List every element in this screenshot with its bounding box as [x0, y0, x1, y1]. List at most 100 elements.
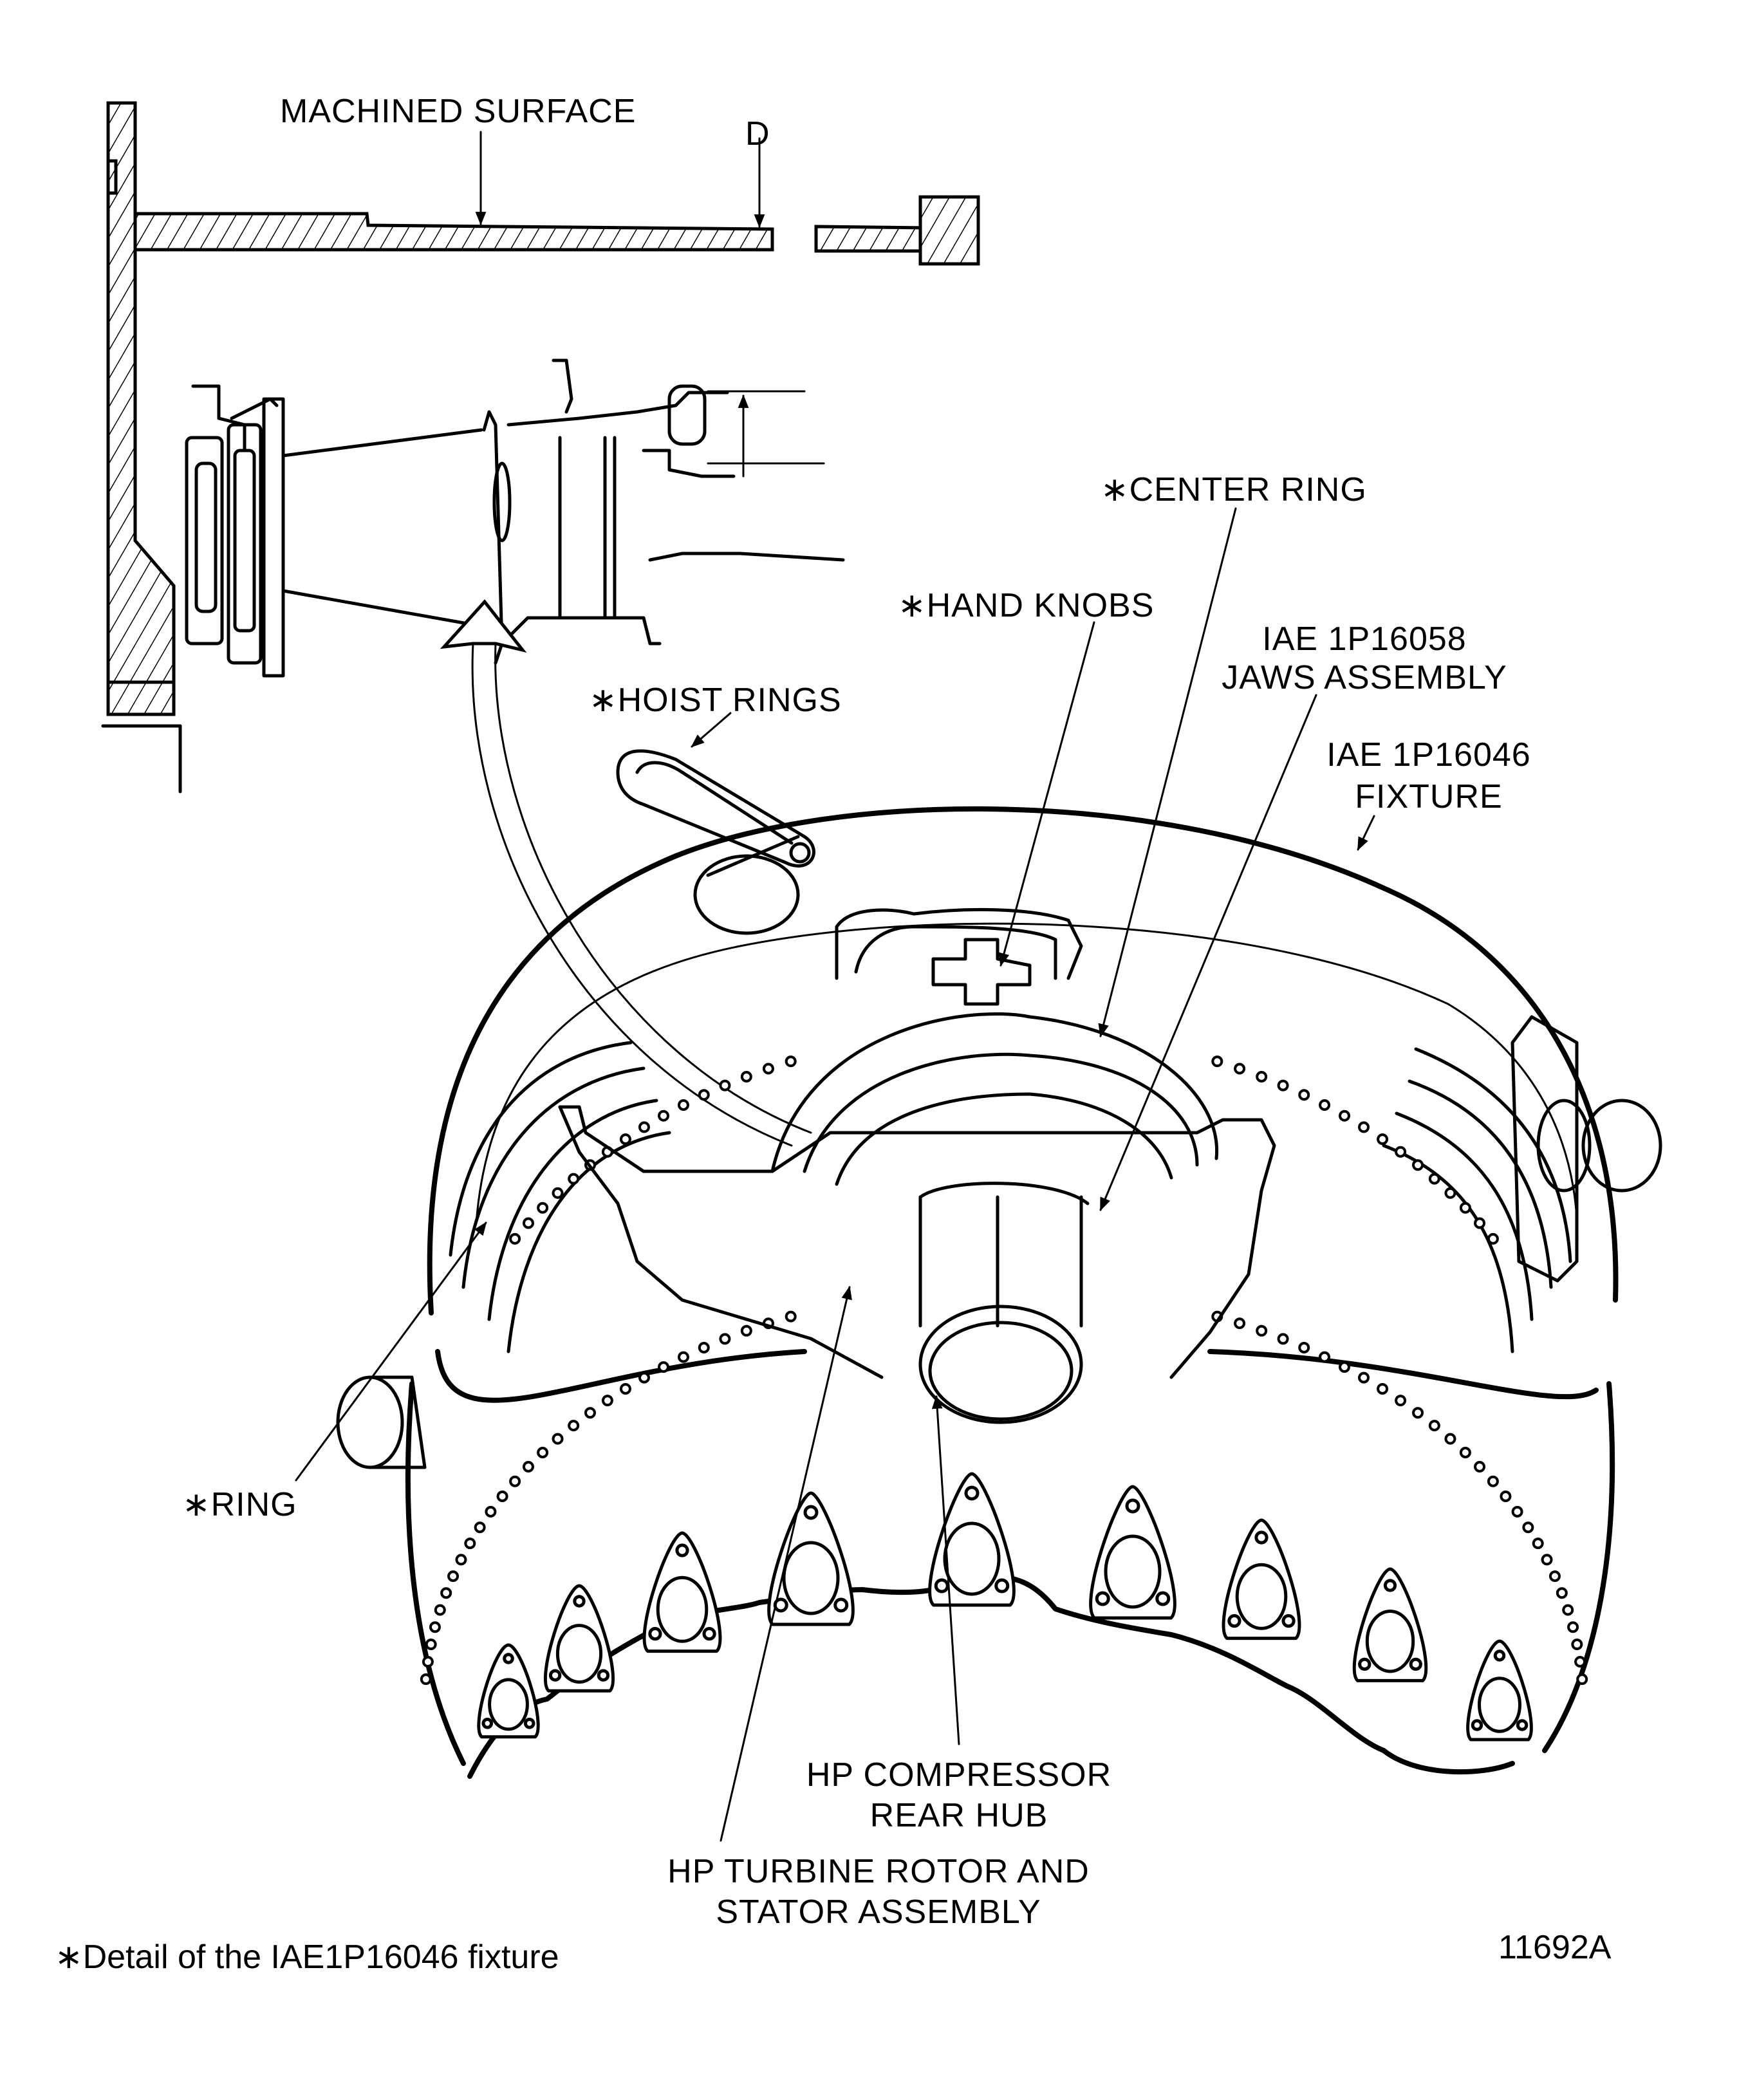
center-cutaway: [558, 1012, 1276, 1424]
bolt-hole: [1556, 1587, 1568, 1599]
bolt-hole: [1277, 1333, 1289, 1345]
bolt-hole: [1500, 1491, 1512, 1502]
leader-jaws-assembly: [1099, 694, 1317, 1211]
bolt-hole: [1358, 1121, 1370, 1133]
bolt-hole: [464, 1538, 476, 1550]
leader-hand-knobs: [998, 621, 1095, 967]
bolt-hole: [785, 1055, 797, 1068]
bolt-hole: [1211, 1055, 1223, 1068]
lower-housing-outline: [405, 1381, 1615, 1766]
bolt-hole: [719, 1079, 731, 1092]
label-jaws-assembly-line1: IAE 1P16058: [1262, 620, 1466, 658]
bolt-hole: [1256, 1071, 1268, 1083]
bolt-hole: [1541, 1554, 1553, 1566]
bolt-hole: [1567, 1621, 1579, 1633]
bolt-hole: [601, 1395, 613, 1407]
base-outline: [101, 724, 182, 794]
bolt-hole: [698, 1342, 710, 1354]
bolt-hole: [1377, 1382, 1389, 1395]
leader-lines: [295, 507, 1375, 1842]
mounting-boss: [1089, 1485, 1176, 1620]
bolt-hole: [1377, 1133, 1389, 1146]
bolt-hole: [1395, 1395, 1407, 1407]
bolt-hole: [677, 1351, 689, 1363]
machined-surface-label: MACHINED SURFACE: [280, 93, 636, 130]
bolt-hole: [429, 1621, 441, 1633]
bolt-hole: [552, 1433, 564, 1445]
leader-ring: [295, 1222, 487, 1482]
bolt-hole: [1319, 1099, 1331, 1111]
bolt-hole: [552, 1187, 564, 1199]
bolt-hole: [425, 1639, 437, 1651]
bolt-hole: [619, 1133, 631, 1146]
bolt-hole: [522, 1461, 534, 1473]
bolt-hole: [1532, 1538, 1544, 1550]
hand-knob-plate: [835, 907, 1083, 1006]
turbine-disk-detail: [482, 358, 845, 665]
label-hp-turbine-line2: STATOR ASSEMBLY: [716, 1893, 1041, 1931]
leader-hp-compressor: [931, 1395, 960, 1745]
detail-reference-arrow: [471, 642, 812, 1147]
bolt-hole: [1234, 1063, 1246, 1075]
bolt-hole: [1319, 1351, 1331, 1363]
label-center-ring: ∗CENTER RING: [1101, 471, 1367, 508]
footnote: ∗Detail of the IAE1P16046 fixture: [55, 1938, 559, 1976]
right-block-section: [918, 195, 980, 266]
bolt-hole: [568, 1173, 580, 1185]
bolt-hole: [1339, 1110, 1351, 1122]
bolt-hole: [1474, 1217, 1486, 1229]
bolt-hole: [1358, 1371, 1370, 1384]
fixture-wall-section: [106, 101, 176, 716]
mounting-boss: [477, 1643, 540, 1739]
bolt-hole: [455, 1554, 467, 1566]
mounting-boss: [928, 1472, 1016, 1607]
bolt-hole: [1412, 1159, 1424, 1171]
bolt-hole: [509, 1232, 521, 1245]
bolt-hole: [638, 1121, 650, 1133]
bolt-hole: [1487, 1475, 1499, 1487]
bolt-hole: [1428, 1420, 1440, 1432]
bolt-hole: [1474, 1461, 1486, 1473]
bolt-hole: [1487, 1232, 1499, 1245]
bolt-hole: [568, 1420, 580, 1432]
leader-fixture: [1357, 815, 1375, 851]
bolt-hole: [1576, 1673, 1588, 1686]
seal-stack: [185, 384, 285, 678]
bolt-hole: [537, 1202, 549, 1214]
bolt-holes-lower: [420, 1310, 1588, 1686]
bolt-hole: [1511, 1505, 1523, 1518]
bolt-hole: [619, 1382, 631, 1395]
bolt-hole: [1562, 1604, 1574, 1616]
label-hp-compressor-line1: HP COMPRESSOR: [806, 1756, 1111, 1794]
bolt-hole: [1444, 1187, 1456, 1199]
ring-bands: [449, 1041, 1572, 1353]
mounting-boss: [544, 1584, 615, 1693]
bolt-hole: [1256, 1324, 1268, 1337]
fixture-inner-rim: [475, 922, 1579, 1263]
bolt-hole: [584, 1407, 596, 1419]
bolt-hole: [509, 1475, 521, 1487]
bolt-hole: [762, 1063, 774, 1075]
bolt-hole: [1548, 1570, 1561, 1583]
bolt-hole: [447, 1570, 460, 1583]
label-hand-knobs: ∗HAND KNOBS: [898, 587, 1154, 624]
label-ring: ∗RING: [182, 1486, 297, 1523]
bolt-hole: [719, 1333, 731, 1345]
hand-knob: [931, 938, 1032, 1006]
bolt-hole: [740, 1071, 752, 1083]
label-hp-compressor-line2: REAR HUB: [870, 1797, 1048, 1834]
dimension-d-label: D: [745, 115, 770, 153]
hoist-ring: [616, 749, 815, 935]
leader-hoist-rings: [691, 712, 732, 748]
label-fixture-line2: FIXTURE: [1355, 778, 1502, 815]
figure-id: 11692A: [1498, 1929, 1612, 1966]
mounting-boss: [767, 1491, 855, 1626]
bolt-hole: [740, 1324, 752, 1337]
bolt-hole: [657, 1361, 669, 1373]
bolt-hole: [1277, 1079, 1289, 1092]
callout-labels: ∗CENTER RING ∗HAND KNOBS IAE 1P16058 JAW…: [182, 471, 1530, 1931]
bolt-hole: [1444, 1433, 1456, 1445]
bolt-hole: [474, 1521, 486, 1534]
mounting-boss: [642, 1531, 722, 1653]
bolt-hole: [1428, 1173, 1440, 1185]
